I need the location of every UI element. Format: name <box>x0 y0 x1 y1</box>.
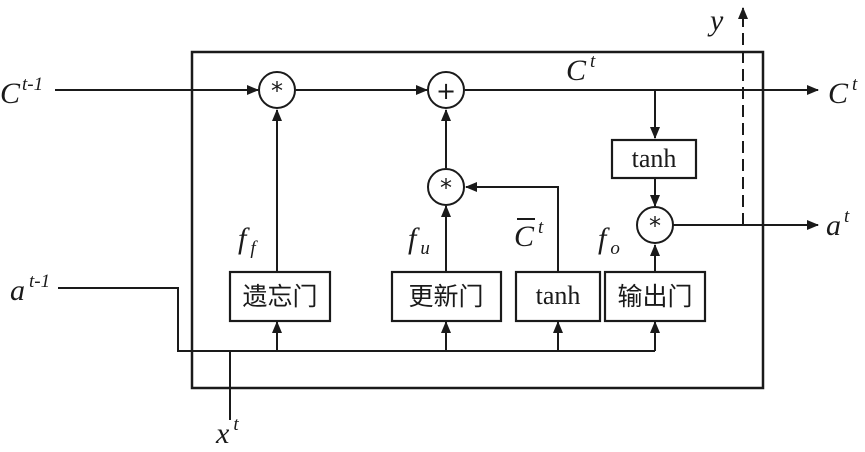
candidate-to-update-mult-line <box>465 182 559 271</box>
candidate-tanh-gate: tanh <box>514 270 602 323</box>
y-label: y <box>707 4 724 37</box>
output-multiply-symbol: * <box>649 212 661 240</box>
candidate-tanh-label: tanh <box>536 281 581 310</box>
output-multiply-node: * <box>636 206 674 244</box>
forget-gate-label: 遗忘门 <box>242 282 317 311</box>
cell-tanh-box: tanh <box>610 138 698 180</box>
cell-boundary <box>190 50 765 390</box>
update-gate-label: 更新门 <box>408 282 483 311</box>
update-gate: 更新门 <box>390 270 503 323</box>
update-multiply-node: * <box>427 168 465 206</box>
add-symbol: + <box>436 77 456 105</box>
add-node: + <box>427 71 465 109</box>
cell-tanh-label: tanh <box>632 144 677 173</box>
forget-multiply-node: * <box>258 71 296 109</box>
output-gate: 输出门 <box>603 270 707 323</box>
forget-multiply-symbol: * <box>271 77 283 105</box>
update-multiply-symbol: * <box>440 174 452 202</box>
forget-gate: 遗忘门 <box>228 270 332 323</box>
output-gate-label: 输出门 <box>617 282 692 311</box>
a-prev-bus-line <box>58 287 655 352</box>
